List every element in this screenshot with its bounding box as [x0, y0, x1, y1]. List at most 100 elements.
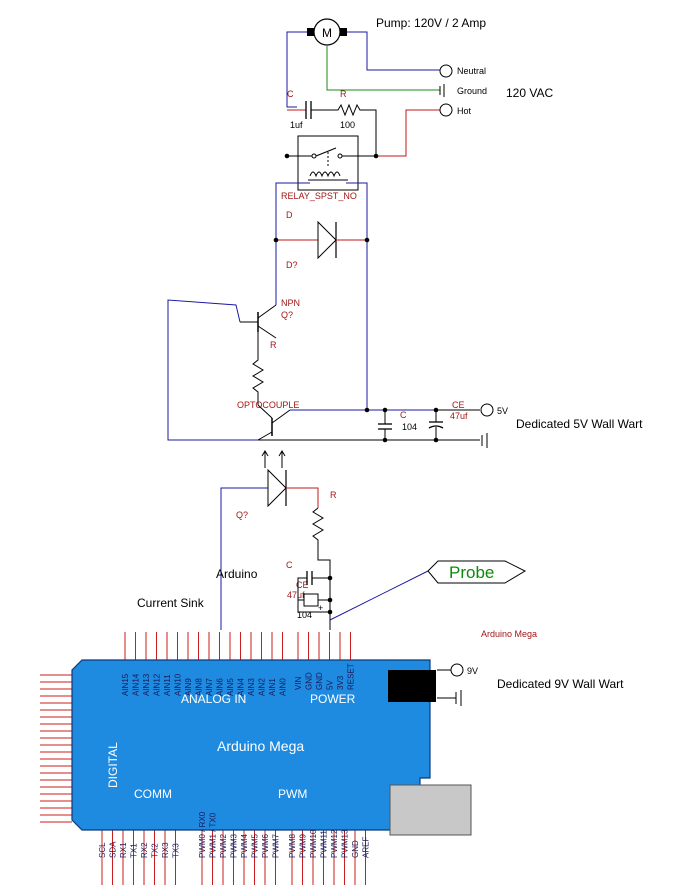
current-sink-label: Current Sink — [137, 596, 205, 610]
analog-pin-label: AIN9 — [184, 678, 193, 696]
5v-ecap-value: 47uf — [450, 411, 468, 421]
snubber-cap-value: 1uf — [290, 120, 303, 130]
npn-type: NPN — [281, 298, 300, 308]
analog-pin-label: AIN13 — [142, 673, 151, 696]
power-pin-label: GND — [315, 672, 324, 690]
probe-cap-value: 104 — [297, 610, 312, 620]
wire-ground — [326, 45, 440, 91]
optocoupler-ref: Q? — [236, 510, 248, 520]
5v-cap-value: 104 — [402, 422, 417, 432]
diode-ref: D — [286, 210, 293, 220]
analog-pin-label: AIN8 — [195, 678, 204, 696]
comm-pin-label: SCL — [98, 842, 107, 858]
5v-cap-ref: C — [400, 410, 407, 420]
9v-terminal — [450, 663, 464, 677]
comm-pin-label: RX3 — [161, 842, 170, 858]
analog-pin-label: AIN2 — [258, 678, 267, 696]
pwm-pin-label: PWM8 — [288, 833, 297, 858]
pump-label: Pump: 120V / 2 Amp — [376, 16, 486, 30]
wire-emitter-feedback — [167, 299, 258, 441]
comm-pin-label: SDA — [109, 841, 118, 858]
npn-transistor — [240, 304, 277, 339]
probe-ecap-ref: CE — [296, 580, 309, 590]
mains-voltage: 120 VAC — [506, 86, 553, 100]
analog-pin-label: AIN10 — [174, 673, 183, 696]
pump-motor: M — [307, 18, 347, 46]
power-jack — [388, 670, 436, 702]
pwm-pin-label: PWM2 — [219, 833, 228, 858]
analog-pin-label: AIN3 — [247, 678, 256, 696]
wire-probe — [329, 570, 429, 621]
neutral-terminal — [439, 64, 453, 78]
ground-label: Ground — [457, 86, 487, 96]
snubber-cap-ref: C — [287, 89, 294, 99]
relay — [287, 135, 376, 191]
optocoupler-transistor — [257, 404, 291, 441]
base-resistor — [252, 330, 264, 405]
pwm-pin-label: PWM0 / RX0 — [198, 811, 207, 858]
power-pin-label: RESET — [347, 663, 356, 690]
pwm-pin-label: PWM6 — [261, 833, 270, 858]
analog-pin-label: AIN12 — [153, 673, 162, 696]
analog-pin-label: AIN15 — [121, 673, 130, 696]
snubber-res-ref: R — [340, 89, 347, 99]
analog-pin-label: AIN7 — [205, 678, 214, 696]
pwm-pin-label: PWM4 — [240, 833, 249, 858]
power-pin-label: 3V3 — [336, 675, 345, 690]
arduino-mega-board — [71, 659, 472, 836]
diode-ref-alt: D? — [286, 260, 298, 270]
probe-ecap — [303, 593, 319, 607]
pwm-pin-label: PWM1 / TX0 — [209, 812, 218, 858]
power-label: POWER — [310, 692, 356, 706]
wire-current-sink — [220, 487, 268, 630]
pwm-label: PWM — [278, 787, 307, 801]
npn-ref: Q? — [281, 310, 293, 320]
digital-label: DIGITAL — [106, 742, 120, 788]
pwm-pin-label: PWM3 — [230, 833, 239, 858]
pwm-pin-label: PWM11 — [320, 830, 329, 858]
usb-connector — [389, 784, 472, 836]
hot-label: Hot — [457, 106, 472, 116]
snubber-resistor — [311, 103, 377, 156]
arduino-mega-ref: Arduino Mega — [481, 629, 537, 639]
5v-wallwart-label: Dedicated 5V Wall Wart — [516, 417, 643, 431]
9v-wallwart-label: Dedicated 9V Wall Wart — [497, 677, 624, 691]
power-pin-label: 5V — [326, 680, 335, 690]
pwm-pin-label: AREF — [362, 837, 371, 858]
snubber-res-value: 100 — [340, 120, 355, 130]
pwm-pin-label: PWM5 — [251, 833, 260, 858]
comm-pin-label: RX2 — [140, 842, 149, 858]
analog-pin-label: AIN1 — [268, 678, 277, 696]
5v-terminal — [480, 403, 494, 417]
probe-tag — [427, 560, 527, 584]
wire-coil-left — [275, 182, 310, 305]
analog-pin-label: AIN4 — [237, 678, 246, 696]
comm-pin-label: TX1 — [130, 843, 139, 858]
analog-pin-label: AIN6 — [216, 678, 225, 696]
comm-label: COMM — [134, 787, 172, 801]
wire-coil-right — [346, 182, 368, 410]
probe-label: Probe — [449, 563, 494, 582]
9v-label: 9V — [467, 666, 478, 676]
power-pin-label: GND — [305, 672, 314, 690]
analog-pin-label: AIN5 — [226, 678, 235, 696]
base-resistor-ref: R — [270, 340, 277, 350]
wire-neutral — [347, 31, 440, 71]
comm-pin-label: RX1 — [119, 842, 128, 858]
analog-pin-label: AIN0 — [279, 678, 288, 696]
5v-label: 5V — [497, 406, 508, 416]
probe-ecap-value: 47uf — [287, 590, 305, 600]
analog-in-label: ANALOG IN — [181, 692, 246, 706]
wire-hot — [376, 109, 447, 157]
5v-ecap-ref: CE — [452, 400, 465, 410]
wire-pump-left — [286, 31, 307, 108]
relay-label: RELAY_SPST_NO — [281, 191, 357, 201]
pwm-pin-label: PWM10 — [309, 829, 318, 858]
pwm-pin-label: GND — [351, 840, 360, 858]
hot-terminal — [439, 103, 453, 117]
svg-text:+: + — [318, 603, 323, 613]
pwm-pin-label: PWM12 — [330, 829, 339, 858]
neutral-label: Neutral — [457, 66, 486, 76]
